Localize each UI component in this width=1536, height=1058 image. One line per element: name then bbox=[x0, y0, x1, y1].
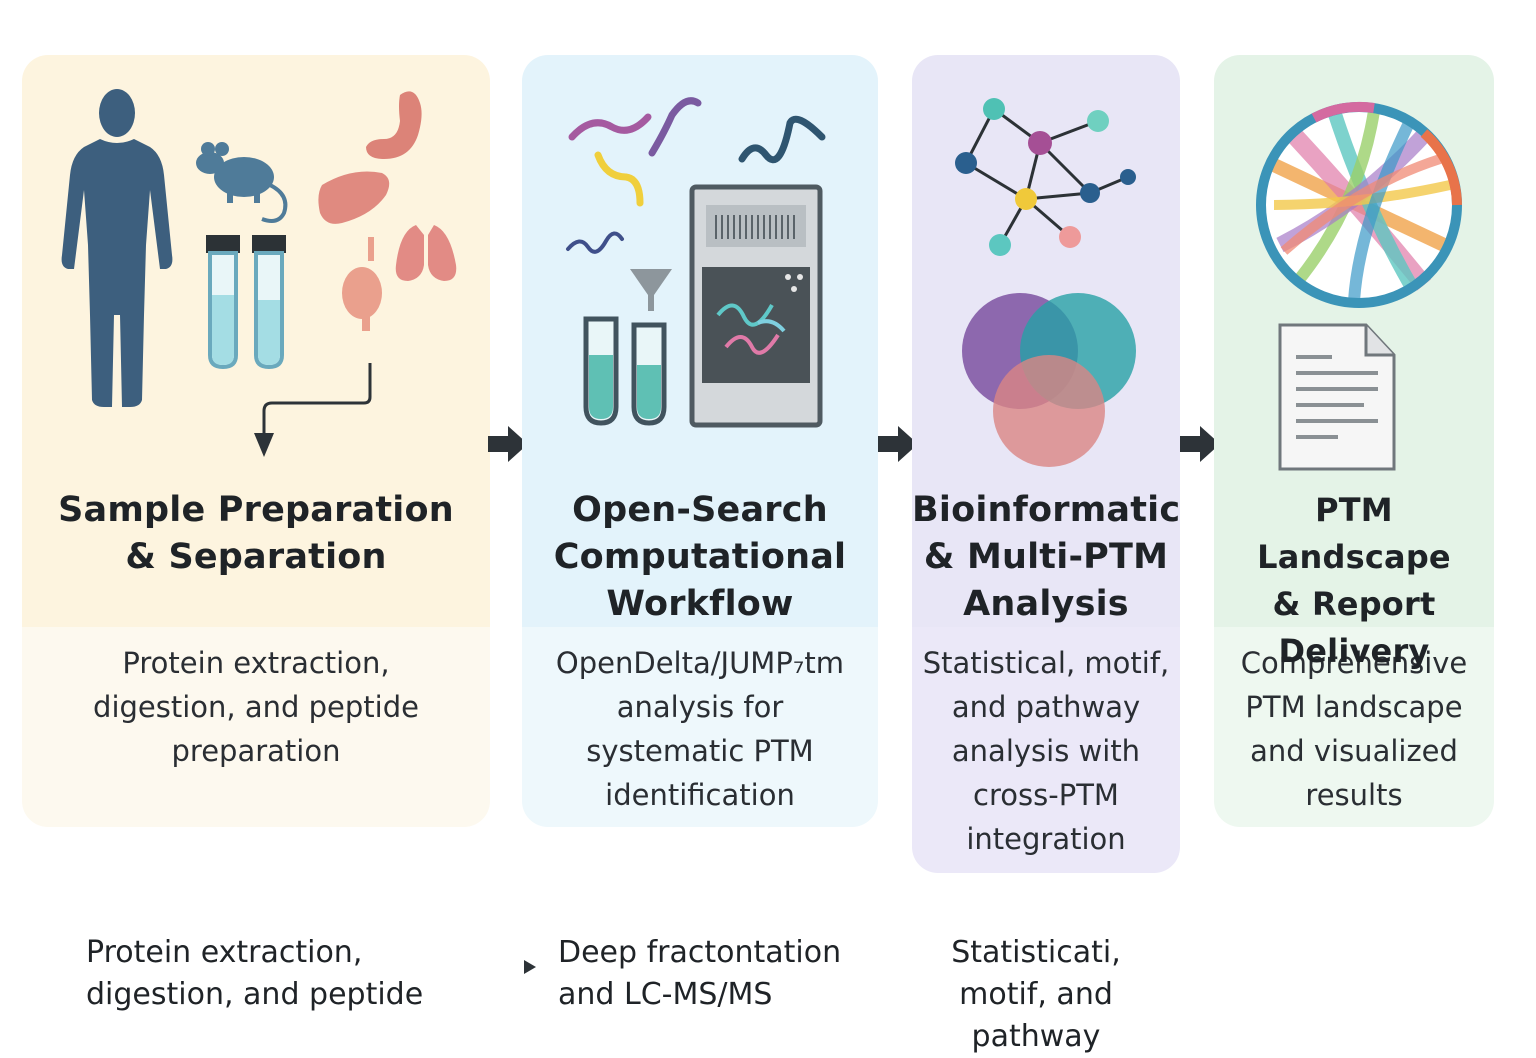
network-graph-icon bbox=[955, 98, 1136, 256]
desc-line: preparation bbox=[171, 734, 341, 768]
venn-diagram-icon bbox=[962, 293, 1136, 467]
desc-line: OpenDelta/JUMP₇tm bbox=[555, 646, 845, 680]
footer-line: Statisticati, bbox=[951, 935, 1121, 970]
report-delivery-illustration bbox=[1256, 101, 1462, 471]
stage-title: Open-Search Computational Workflow bbox=[522, 487, 878, 628]
stage-title: Sample Preparation & Separation bbox=[22, 487, 490, 581]
mouse-icon bbox=[196, 142, 288, 223]
desc-line: results bbox=[1305, 778, 1403, 812]
footer-line: and LC-MS/MS bbox=[558, 977, 773, 1012]
panel-bottom: Protein extraction, digestion, and pepti… bbox=[22, 627, 490, 827]
funnel-icon bbox=[630, 269, 672, 311]
stage-description: Comprehensive PTM landscape and visualiz… bbox=[1214, 641, 1494, 817]
open-search-illustration bbox=[566, 97, 826, 428]
desc-line: integration bbox=[966, 822, 1126, 856]
report-document-icon bbox=[1278, 323, 1396, 471]
title-line: PTM Landscape bbox=[1257, 491, 1451, 576]
title-line: Workflow bbox=[606, 584, 794, 624]
stage-title: Bioinformatics & Multi-PTM Analysis bbox=[912, 487, 1180, 628]
desc-line: cross-PTM bbox=[973, 778, 1119, 812]
stage-panel-open-search: OpenDelta/JUMP₇tm analysis for systemati… bbox=[522, 55, 878, 827]
title-line: Open-Search bbox=[572, 490, 828, 530]
desc-line: Statistical, motif, bbox=[922, 646, 1170, 680]
stomach-icon bbox=[366, 91, 422, 159]
title-line: Computational bbox=[553, 537, 847, 577]
sample-preparation-illustration bbox=[61, 89, 457, 457]
footer-text-2: Deep fractontation and LC-MS/MS bbox=[558, 932, 841, 1016]
title-line: Sample Preparation bbox=[58, 490, 454, 530]
stage-description: Statistical, motif, and pathway analysis… bbox=[912, 641, 1180, 861]
heart-icon bbox=[342, 237, 382, 331]
title-line: & Separation bbox=[125, 537, 387, 577]
peptide-icon bbox=[566, 97, 826, 254]
flow-arrow-icon bbox=[262, 363, 372, 435]
stage-panel-bioinformatics: Statistical, motif, and pathway analysis… bbox=[912, 55, 1180, 873]
human-silhouette-icon bbox=[61, 89, 173, 407]
footer-text-3: Statisticati, motif, and pathway bbox=[900, 932, 1172, 1058]
stage-description: OpenDelta/JUMP₇tm analysis for systemati… bbox=[522, 641, 878, 817]
panel-bottom: OpenDelta/JUMP₇tm analysis for systemati… bbox=[522, 627, 878, 827]
panel-bottom: Comprehensive PTM landscape and visualiz… bbox=[1214, 627, 1494, 827]
desc-line: and pathway bbox=[951, 690, 1141, 724]
stage-panel-report-delivery: Comprehensive PTM landscape and visualiz… bbox=[1214, 55, 1494, 827]
flow-arrow-icon bbox=[1180, 426, 1220, 462]
desc-line: analysis for bbox=[616, 690, 784, 724]
footer-line: digestion, and peptide bbox=[86, 977, 424, 1012]
desc-line: analysis with bbox=[951, 734, 1141, 768]
flow-arrow-icon bbox=[488, 426, 528, 462]
stage-description: Protein extraction, digestion, and pepti… bbox=[22, 641, 490, 773]
flow-arrow-icon bbox=[878, 426, 918, 462]
desc-line: PTM landscape bbox=[1245, 690, 1463, 724]
desc-line: digestion, and peptide bbox=[93, 690, 419, 724]
stage-panel-sample-preparation: Protein extraction, digestion, and pepti… bbox=[22, 55, 490, 827]
footer-line: motif, and pathway bbox=[959, 977, 1113, 1054]
title-line: & Multi-PTM bbox=[923, 537, 1169, 577]
title-line: Analysis bbox=[963, 584, 1129, 624]
title-line: Bioinformatics bbox=[912, 490, 1180, 530]
test-tube-icon bbox=[583, 316, 667, 426]
liver-icon bbox=[318, 171, 390, 224]
title-line: & Report Delivery bbox=[1272, 585, 1436, 670]
desc-line: and visualized bbox=[1250, 734, 1458, 768]
desc-line: identification bbox=[605, 778, 795, 812]
test-tube-icon bbox=[206, 235, 240, 370]
stage-title: PTM Landscape & Report Delivery bbox=[1214, 487, 1494, 675]
footer-line: Deep fractontation bbox=[558, 935, 842, 970]
test-tube-icon bbox=[252, 235, 286, 370]
footer-text-1: Protein extraction, digestion, and pepti… bbox=[86, 932, 423, 1016]
desc-line: systematic PTM bbox=[586, 734, 814, 768]
lungs-icon bbox=[395, 225, 457, 281]
play-triangle-icon bbox=[524, 960, 536, 974]
footer-line: Protein extraction, bbox=[86, 935, 363, 970]
mass-spectrometer-icon bbox=[689, 184, 823, 428]
bioinformatics-illustration bbox=[955, 98, 1136, 467]
panel-bottom: Statistical, motif, and pathway analysis… bbox=[912, 627, 1180, 873]
desc-line: Protein extraction, bbox=[122, 646, 390, 680]
desc-line: Comprehensive bbox=[1240, 646, 1468, 680]
chord-diagram-icon bbox=[1256, 101, 1462, 308]
